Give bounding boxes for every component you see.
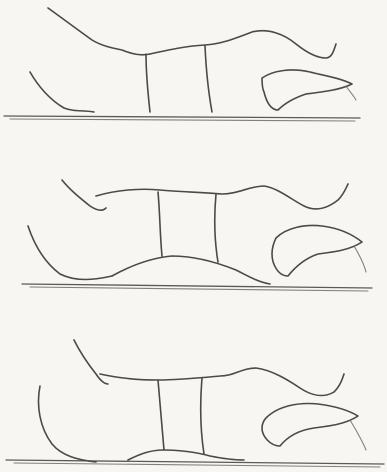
panel-2-foot	[354, 246, 366, 272]
panel-1-foot	[346, 86, 356, 100]
panel-1-figure	[4, 8, 360, 121]
panel-3-leg-outline	[262, 404, 358, 446]
panel-2-figure	[22, 180, 372, 291]
panel-1-ground-line	[4, 116, 360, 118]
panel-2-back-outline	[96, 184, 348, 209]
panel-2-leg-outline	[272, 226, 362, 277]
panel-1-band-left	[146, 54, 150, 112]
panel-3-band-right	[201, 378, 204, 454]
panel-3-arm-outline	[39, 386, 97, 462]
panel-1-back-outline	[150, 31, 336, 58]
panel-2-band-left	[158, 192, 162, 256]
panel-3-belly-curve	[128, 450, 244, 460]
panel-2-belly-curve	[112, 256, 270, 284]
panel-2-arm-outline	[28, 226, 112, 280]
panel-1-arm-outline	[30, 72, 94, 112]
panel-2-band-right	[215, 194, 218, 262]
panel-1-ground-line-shadow	[10, 119, 355, 121]
panel-3-band-left	[158, 380, 164, 450]
panel-3-foot	[350, 420, 366, 450]
panel-1-head-outline	[48, 8, 150, 55]
panel-3-figure	[6, 340, 384, 467]
panel-1-band-right	[205, 46, 212, 112]
panel-1-leg-outline	[262, 70, 352, 110]
panel-3-back-outline	[100, 368, 344, 395]
panel-3-head-outline	[74, 340, 108, 384]
